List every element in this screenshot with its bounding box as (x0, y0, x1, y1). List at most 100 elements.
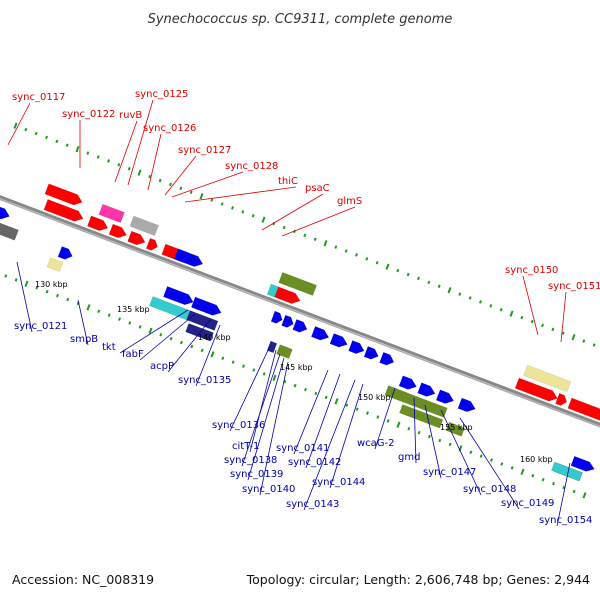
tick-dot (479, 300, 482, 304)
tick-dot (138, 325, 142, 329)
gene-arrow (163, 286, 194, 306)
label-leader (261, 193, 324, 231)
gene-label: sync_0136 (212, 420, 265, 431)
label-leader (119, 309, 189, 354)
tick-dot (24, 127, 28, 132)
gene-feature (190, 296, 222, 316)
label-leader (249, 349, 277, 453)
gene-feature (399, 404, 444, 429)
tick-dot (148, 327, 153, 334)
tick-dot (220, 202, 224, 206)
genome-backbone (0, 195, 600, 426)
gene-arrow (398, 375, 417, 390)
gene-label: sync_0147 (423, 467, 476, 478)
tick-dot (262, 372, 266, 376)
tick-dot (180, 340, 183, 345)
tick-dot (437, 284, 441, 289)
tick-dot (376, 415, 380, 419)
tick-dot (520, 468, 525, 475)
gene-feature (186, 310, 219, 331)
gene-arrow (567, 397, 600, 423)
tick-dot (14, 278, 18, 282)
gene-label: thiC (278, 176, 298, 187)
gene-block (421, 399, 448, 418)
gene-feature (379, 351, 395, 366)
gene-label: ruvB (119, 110, 142, 121)
genome-summary-text: Topology: circular; Length: 2,606,748 bp… (246, 572, 590, 587)
gene-label: sync_0139 (230, 469, 283, 480)
tick-dot (56, 293, 59, 298)
tick-dot (385, 263, 390, 270)
label-leader (413, 397, 417, 464)
gene-label: sync_0154 (539, 515, 592, 526)
gene-arrow (0, 203, 10, 220)
gene-block (149, 296, 191, 321)
gene-label: sync_0127 (178, 145, 231, 156)
tick-dot (199, 193, 204, 200)
tick-dot (242, 364, 245, 368)
tick-dot (541, 323, 544, 328)
tick-dot (427, 280, 431, 285)
label-leader (167, 319, 211, 373)
tick-dots (4, 122, 596, 499)
tick-dot (159, 332, 163, 337)
gene-feature (163, 286, 194, 306)
gene-block (46, 257, 64, 273)
tick-dot (552, 481, 555, 486)
gene-feature (348, 340, 365, 354)
gene-arrow (57, 246, 73, 260)
gene-feature (149, 296, 191, 321)
gene-block (129, 215, 159, 236)
gene-label: citT-1 (232, 441, 259, 452)
gene-arrow (514, 377, 558, 402)
kbp-tick-label: 140 kbp (198, 333, 231, 342)
gene-label: sync_0126 (143, 123, 196, 134)
gene-block (186, 310, 219, 331)
tick-dot (314, 391, 318, 396)
gene-feature (445, 421, 465, 437)
tick-dot (313, 237, 317, 242)
kbp-tick-label: 135 kbp (117, 305, 150, 314)
label-leader (229, 345, 271, 432)
tick-dot (582, 339, 586, 343)
tick-dot (396, 421, 401, 428)
kbp-tick-label: 150 kbp (358, 393, 391, 402)
tick-dot (158, 178, 162, 183)
gene-label: sync_0143 (286, 499, 339, 510)
tick-dot (251, 214, 255, 218)
tick-dot (334, 398, 339, 405)
accession-text: Accession: NC_008319 (12, 572, 155, 587)
label-leader (424, 404, 442, 479)
label-leader (164, 155, 197, 196)
gene-arrow (435, 389, 455, 404)
label-leader (556, 462, 571, 527)
label-leader (241, 353, 281, 467)
gene-label: psaC (305, 183, 330, 194)
label-leader (114, 120, 138, 183)
gene-feature (398, 375, 417, 390)
gene-feature (363, 346, 379, 360)
gene-feature (145, 237, 158, 251)
gene-label: smpB (70, 334, 98, 345)
gene-block (399, 404, 444, 429)
tick-dot (97, 309, 101, 313)
gene-label: sync_0142 (288, 457, 341, 468)
tick-dot (417, 430, 421, 435)
gene-feature (108, 223, 127, 239)
gene-label: sync_0150 (505, 265, 558, 276)
tick-dot (447, 287, 452, 294)
gene-feature (0, 203, 10, 220)
tick-dot (324, 395, 328, 400)
tick-dot (520, 315, 524, 320)
tick-dot (448, 442, 452, 447)
tick-dot (365, 257, 369, 261)
tick-dot (366, 411, 369, 415)
tick-dot (323, 240, 328, 247)
label-leader (147, 133, 162, 191)
gene-label: sync_0138 (224, 455, 277, 466)
tick-dot (13, 122, 18, 129)
gene-label: sync_0141 (276, 443, 329, 454)
gene-label: sync_0140 (242, 484, 295, 495)
